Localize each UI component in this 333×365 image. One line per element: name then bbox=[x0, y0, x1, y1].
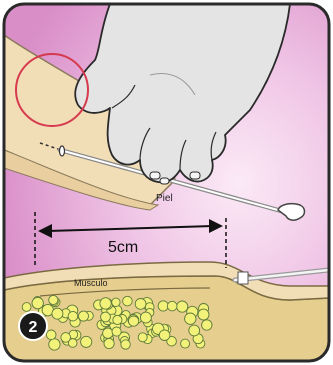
fat-globule bbox=[52, 308, 63, 319]
fat-globule bbox=[100, 298, 111, 309]
fat-globule bbox=[189, 325, 200, 336]
distance-label: 5cm bbox=[108, 239, 138, 256]
fat-globule bbox=[32, 297, 43, 308]
fat-globule bbox=[46, 330, 56, 340]
fat-globule bbox=[185, 313, 196, 324]
fat-globule bbox=[103, 328, 113, 338]
fat-globule bbox=[49, 295, 58, 304]
fat-globule bbox=[202, 320, 212, 330]
fat-globule bbox=[198, 309, 209, 320]
muscle-label: Musculo bbox=[74, 278, 108, 288]
step-number: 2 bbox=[29, 319, 38, 336]
fat-globule bbox=[140, 312, 151, 323]
step-badge-icon: 2 bbox=[19, 312, 47, 340]
fat-globule bbox=[123, 296, 133, 306]
fat-globule bbox=[81, 336, 92, 347]
fat-globule bbox=[159, 330, 170, 341]
fat-globule bbox=[129, 316, 139, 326]
fat-globule bbox=[135, 299, 146, 310]
fat-globule bbox=[167, 301, 177, 311]
fat-globule bbox=[113, 315, 122, 324]
fat-globule bbox=[112, 327, 121, 336]
fat-globule bbox=[112, 298, 120, 306]
fat-globule bbox=[101, 312, 111, 322]
skin-label: Piel bbox=[156, 193, 173, 204]
fat-globule bbox=[49, 339, 60, 350]
fat-globule bbox=[181, 339, 190, 348]
fat-globule bbox=[22, 303, 31, 312]
fat-globule bbox=[68, 311, 78, 321]
fat-globule bbox=[138, 333, 147, 342]
fat-globule bbox=[121, 340, 130, 349]
fat-globule bbox=[61, 333, 71, 343]
fat-globule bbox=[158, 301, 168, 311]
fat-globule bbox=[104, 338, 114, 348]
fat-globule bbox=[177, 301, 188, 312]
